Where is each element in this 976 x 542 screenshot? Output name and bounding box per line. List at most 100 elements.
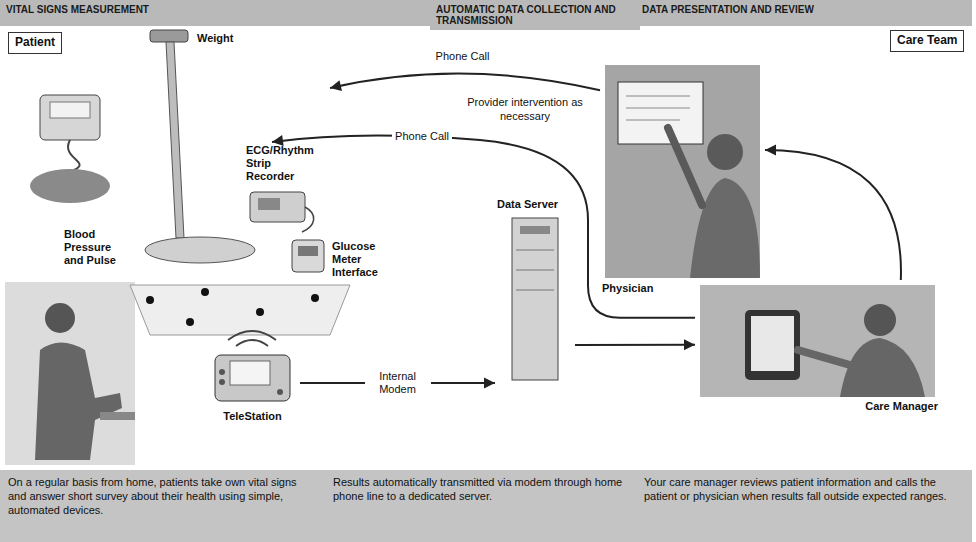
care-manager-photo — [700, 285, 935, 397]
blood-pressure-monitor-part — [30, 169, 110, 203]
ecg-recorder-part — [250, 192, 305, 222]
device-label-box-text: Glucose Meter Interface — [332, 240, 404, 280]
ecg-recorder — [250, 192, 314, 232]
device-panel: TeleStation — [205, 350, 300, 425]
connector-line — [575, 344, 695, 346]
telestation-device-part — [230, 361, 270, 385]
section-header-text: DATA PRESENTATION AND REVIEW — [642, 4, 814, 15]
device-mat-part — [146, 296, 154, 304]
care-manager-photo-part — [864, 304, 896, 336]
connector-line — [330, 74, 600, 91]
physician-photo — [605, 65, 760, 278]
device-mat-part — [130, 285, 350, 335]
group-tag: Care Team — [890, 30, 964, 52]
server-tower-part — [516, 290, 554, 291]
connector-label: Phone Call — [392, 130, 452, 143]
caption-box: Your care manager reviews patient inform… — [636, 470, 972, 542]
connector — [765, 144, 901, 280]
server-panel: Data Server — [495, 196, 575, 390]
wireless-waves-part — [228, 331, 276, 340]
photo-panel-text: Care Manager — [865, 400, 938, 413]
physician-photo-part — [668, 128, 702, 205]
connector-label: Phone Call — [433, 50, 493, 63]
device-label-box: ECG/Rhythm Strip Recorder — [244, 142, 324, 186]
telestation-device — [215, 355, 290, 401]
wireless-waves-part — [236, 340, 268, 346]
section-header: DATA PRESENTATION AND REVIEW — [636, 0, 972, 26]
patient-photo — [5, 282, 135, 465]
device-label-box-text: Weight — [197, 32, 233, 45]
server-tower-part — [520, 226, 550, 234]
server-tower-part — [516, 270, 554, 271]
physician-photo-part — [707, 134, 743, 170]
device-panel-text: TeleStation — [223, 410, 281, 423]
patient-photo-part — [35, 343, 122, 461]
photo-panel: Physician — [600, 62, 765, 297]
device-mat-part — [256, 308, 264, 316]
scale-illustration-part — [145, 237, 255, 263]
device-mat — [130, 285, 350, 335]
care-manager-photo-part — [751, 316, 794, 371]
connector — [272, 135, 695, 318]
connector — [330, 74, 600, 91]
ecg-recorder-part — [302, 207, 314, 232]
blood-pressure-monitor-part — [50, 102, 90, 118]
patient-photo-part — [45, 303, 75, 333]
device-label-box-text: Blood Pressure and Pulse — [64, 228, 126, 268]
blood-pressure-monitor-part — [68, 140, 80, 170]
device-label-box: Glucose Meter Interface — [330, 238, 406, 282]
server-tower-part — [516, 250, 554, 251]
glucose-meter-part — [292, 240, 324, 272]
connector-label: Internal Modem — [365, 370, 431, 396]
telestation-device-part — [277, 389, 283, 395]
note-label: Provider intervention as necessary — [465, 96, 585, 124]
physician-photo-part — [626, 108, 690, 109]
device-mat-part — [201, 288, 209, 296]
physician-photo-part — [626, 96, 690, 97]
photo-panel-text: Physician — [602, 282, 653, 295]
scale-illustration — [145, 30, 255, 263]
device-label-box: Blood Pressure and Pulse — [62, 226, 128, 270]
device-label-box: Weight — [195, 30, 330, 100]
blood-pressure-monitor — [30, 95, 110, 203]
section-header-text: VITAL SIGNS MEASUREMENT — [6, 4, 149, 15]
arrow-head — [484, 378, 495, 389]
glucose-meter-part — [298, 246, 318, 256]
scale-illustration-part — [166, 42, 184, 238]
group-tag-text: Patient — [15, 35, 55, 51]
caption-box-text: Your care manager reviews patient inform… — [644, 476, 964, 504]
connector — [575, 339, 695, 350]
wireless-waves — [228, 331, 276, 346]
connector-line — [272, 135, 695, 317]
server-tower-part — [512, 218, 558, 380]
physician-photo-part — [618, 82, 703, 144]
section-header: VITAL SIGNS MEASUREMENT — [0, 0, 430, 26]
care-manager-photo-part — [798, 350, 850, 365]
care-manager-photo-part — [700, 285, 935, 397]
server-panel-text: Data Server — [497, 198, 558, 211]
telestation-device-part — [219, 379, 225, 385]
server-tower — [512, 218, 558, 380]
physician-photo-part — [626, 120, 680, 121]
caption-box-text: On a regular basis from home, patients t… — [8, 476, 317, 517]
patient-photo-part — [5, 282, 135, 465]
care-manager-photo-part — [745, 310, 800, 380]
section-header: AUTOMATIC DATA COLLECTION AND TRANSMISSI… — [430, 0, 640, 30]
blood-pressure-monitor-part — [40, 95, 100, 140]
device-label-box-text: ECG/Rhythm Strip Recorder — [246, 144, 322, 184]
group-tag: Patient — [8, 32, 62, 54]
caption-box: On a regular basis from home, patients t… — [0, 470, 325, 542]
patient-photo-part — [100, 412, 135, 420]
scale-illustration-part — [150, 30, 188, 42]
physician-photo-part — [605, 65, 760, 278]
arrow-head — [765, 144, 776, 155]
arrow-head — [684, 339, 695, 350]
telestation-device-part — [215, 355, 290, 401]
caption-box: Results automatically transmitted via mo… — [325, 470, 640, 542]
glucose-meter — [292, 240, 324, 272]
caption-box-text: Results automatically transmitted via mo… — [333, 476, 632, 504]
section-header-text: AUTOMATIC DATA COLLECTION AND TRANSMISSI… — [436, 4, 634, 26]
